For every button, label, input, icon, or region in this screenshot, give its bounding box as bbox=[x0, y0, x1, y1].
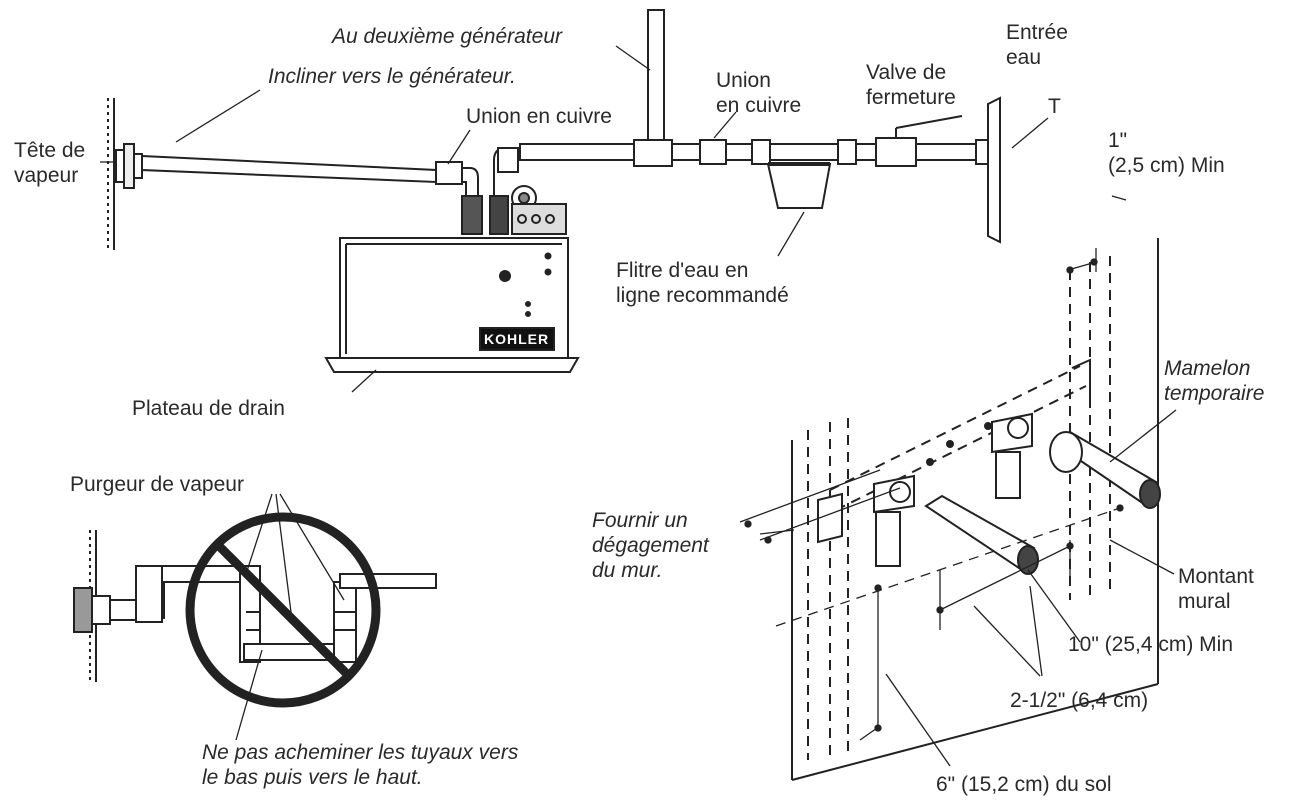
steam-head bbox=[115, 143, 143, 189]
leader-lines-top bbox=[100, 45, 1127, 393]
label-valve-fermeture: Valve de fermeture bbox=[866, 61, 956, 109]
label-union-cuivre-2: Union en cuivre bbox=[716, 69, 802, 117]
elbow-fittings bbox=[873, 412, 1033, 567]
kohler-logo: KOHLER bbox=[484, 331, 550, 347]
label-six-inch-sol: 6" (15,2 cm) du sol bbox=[936, 773, 1112, 796]
sloped-steam-pipe bbox=[141, 154, 483, 235]
label-incliner: Incliner vers le générateur. bbox=[268, 65, 516, 88]
leader-lines-wall bbox=[759, 409, 1177, 767]
label-ten-inch-min: 10" (25,4 cm) Min bbox=[1068, 633, 1234, 656]
dimension-lines bbox=[739, 248, 1124, 741]
label-two-half-inch: 2-1/2" (6,4 cm) bbox=[1010, 689, 1149, 712]
wall-outline bbox=[791, 238, 1159, 781]
steam-head-wall bbox=[107, 98, 115, 250]
water-filter bbox=[766, 162, 832, 209]
label-union-cuivre-1: Union en cuivre bbox=[466, 105, 612, 128]
prohibition-sign bbox=[185, 512, 381, 708]
upper-manifold bbox=[489, 147, 567, 235]
label-filtre: Flitre d'eau en ligne recommandé bbox=[616, 259, 789, 307]
label-one-inch-min: 1" (2,5 cm) Min bbox=[1108, 129, 1225, 177]
mounting-bracket bbox=[817, 358, 1091, 544]
water-inlet-tee bbox=[987, 96, 1001, 244]
wall-studs bbox=[807, 256, 1111, 760]
trap-steam-head bbox=[73, 587, 137, 633]
drain-tray bbox=[324, 357, 580, 373]
label-mamelon-temporaire: Mamelon temporaire bbox=[1164, 357, 1265, 405]
label-tete-de-vapeur: Tête de vapeur bbox=[14, 139, 86, 187]
label-purgeur: Purgeur de vapeur bbox=[70, 473, 244, 496]
label-plateau-drain: Plateau de drain bbox=[132, 397, 285, 420]
label-au-deuxieme: Au deuxième générateur bbox=[332, 25, 562, 48]
label-ne-pas-acheminer: Ne pas acheminer les tuyaux vers le bas … bbox=[202, 741, 519, 789]
trap-piping bbox=[135, 565, 437, 663]
leader-lines-trap bbox=[235, 493, 345, 741]
label-fournir-degagement: Fournir un dégagement du mur. bbox=[592, 509, 709, 582]
main-water-pipe bbox=[519, 115, 989, 167]
steam-generator bbox=[339, 237, 569, 359]
label-montant-mural: Montant mural bbox=[1178, 565, 1254, 613]
label-t: T bbox=[1048, 95, 1061, 118]
label-entree-eau: Entrée eau bbox=[1006, 21, 1068, 69]
second-generator-pipe bbox=[647, 9, 665, 147]
temporary-nipples bbox=[924, 430, 1161, 575]
